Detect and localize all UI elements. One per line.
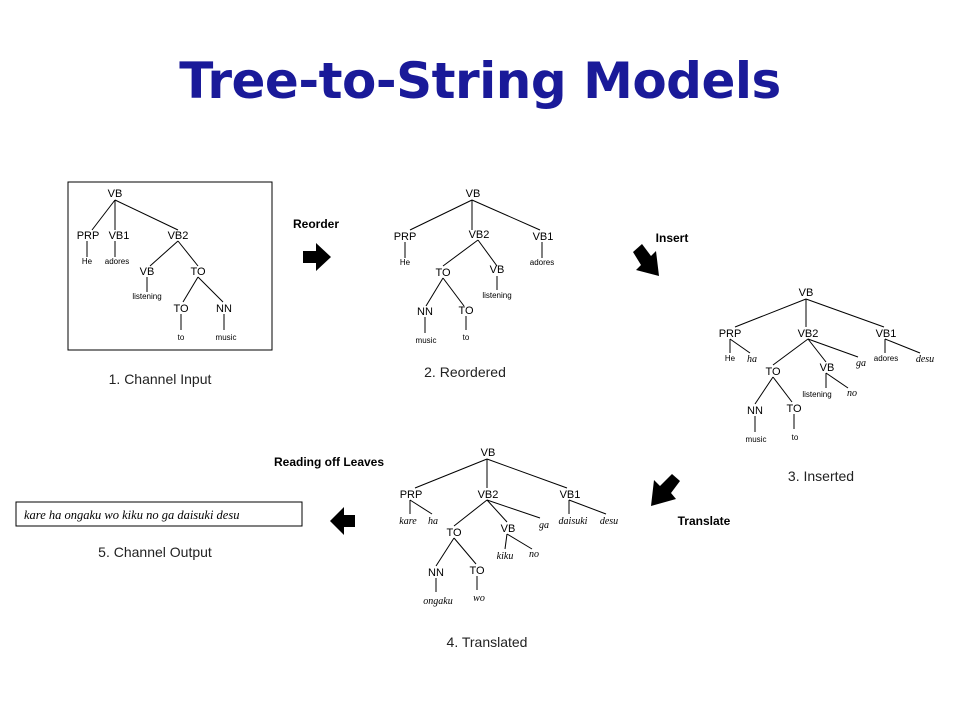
tree1-frame: [67, 181, 273, 351]
tree1-leaf-music: music: [216, 333, 237, 342]
output-frame: [15, 501, 303, 527]
tree4-caption: 4. Translated: [447, 634, 528, 650]
tree2-leaf-adores: adores: [530, 258, 554, 267]
tree3-insert-no: no: [847, 388, 857, 399]
tree1-leaf-adores: adores: [105, 257, 129, 266]
tree1-node-to: TO: [190, 266, 206, 278]
tree4-word-ongaku: ongaku: [423, 596, 452, 607]
tree3-leaf-listening: listening: [802, 390, 831, 399]
insert-arrow-icon: [633, 244, 659, 276]
tree2-node-vb-sub: VB: [490, 264, 505, 276]
tree1-node-vb-sub: VB: [140, 266, 155, 278]
tree4-node-vb2: VB2: [478, 489, 499, 501]
tree3-leaf-adores: adores: [874, 354, 898, 363]
tree3-leaf-he: He: [725, 354, 736, 363]
reorder-arrow-icon: [303, 243, 331, 271]
tree2-node-vb2: VB2: [469, 229, 490, 241]
insert-label: Insert: [656, 231, 689, 245]
tree2-node-prp: PRP: [394, 231, 417, 243]
tree4-word-kiku: kiku: [497, 551, 514, 562]
step-reading-off-leaves: Reading off Leaves: [274, 455, 384, 535]
tree3-node-prp: PRP: [719, 328, 742, 340]
tree3-node-vb2: VB2: [798, 328, 819, 340]
step-translate: Translate: [651, 474, 731, 528]
translate-label: Translate: [678, 514, 731, 528]
reading-arrow-icon: [330, 507, 355, 535]
tree3-leaf-to: to: [792, 433, 799, 442]
tree2-node-nn: NN: [417, 306, 433, 318]
tree2-leaf-listening: listening: [482, 291, 511, 300]
tree1-node-prp: PRP: [77, 230, 100, 242]
slide-title: Tree-to-String Models: [179, 52, 781, 110]
tree3-leaf-music: music: [746, 435, 767, 444]
tree2-node-to: TO: [435, 267, 451, 279]
tree3-node-vb-sub: VB: [820, 362, 835, 374]
tree-channel-input: VB PRP VB1 VB2 VB TO TO NN He adores lis…: [67, 181, 273, 387]
tree4-word-daisuki: daisuki: [559, 516, 588, 527]
reorder-label: Reorder: [293, 217, 339, 231]
tree-translated: VB PRP VB2 VB1 TO VB NN TO kare ha ga da…: [399, 447, 618, 650]
tree4-node-prp: PRP: [400, 489, 423, 501]
output-caption: 5. Channel Output: [98, 544, 212, 560]
tree2-leaf-music: music: [416, 336, 437, 345]
tree-reordered: VB PRP VB2 VB1 TO VB NN TO He adores lis…: [394, 188, 555, 380]
channel-output: kare ha ongaku wo kiku no ga daisuki des…: [15, 501, 303, 560]
tree2-node-vb: VB: [466, 188, 481, 200]
tree4-node-vb1: VB1: [560, 489, 581, 501]
step-reorder: Reorder: [293, 217, 339, 271]
tree3-node-vb1: VB1: [876, 328, 897, 340]
tree1-leaf-he: He: [82, 257, 93, 266]
tree4-word-kare: kare: [399, 516, 417, 527]
reading-off-leaves-label: Reading off Leaves: [274, 455, 384, 469]
tree3-node-to: TO: [765, 366, 781, 378]
tree4-word-wo: wo: [473, 593, 485, 604]
step-insert: Insert: [633, 231, 688, 276]
tree1-node-vb: VB: [108, 188, 123, 200]
translate-arrow-icon: [651, 474, 680, 506]
tree4-node-vb-sub: VB: [501, 523, 516, 535]
tree3-insert-desu: desu: [916, 354, 934, 365]
tree4-node-to: TO: [446, 527, 462, 539]
tree4-word-ha: ha: [428, 516, 438, 527]
tree3-insert-ha: ha: [747, 354, 757, 365]
tree1-node-vb1: VB1: [109, 230, 130, 242]
tree4-word-desu: desu: [600, 516, 618, 527]
tree2-node-to-leaf: TO: [458, 305, 474, 317]
tree2-node-vb1: VB1: [533, 231, 554, 243]
tree1-leaf-listening: listening: [132, 292, 161, 301]
tree3-node-to-leaf: TO: [786, 403, 802, 415]
tree3-insert-ga: ga: [856, 358, 866, 369]
tree1-leaf-to: to: [178, 333, 185, 342]
tree1-caption: 1. Channel Input: [109, 371, 212, 387]
tree-inserted: VB PRP VB2 VB1 TO VB NN TO He ha ga ador…: [719, 287, 934, 484]
tree4-word-no: no: [529, 549, 539, 560]
tree1-node-vb2: VB2: [168, 230, 189, 242]
tree1-node-nn: NN: [216, 303, 232, 315]
tree3-caption: 3. Inserted: [788, 468, 854, 484]
tree2-caption: 2. Reordered: [424, 364, 506, 380]
tree4-node-to-leaf: TO: [469, 565, 485, 577]
tree2-leaf-to: to: [463, 333, 470, 342]
tree3-node-vb: VB: [799, 287, 814, 299]
tree4-node-vb: VB: [481, 447, 496, 459]
tree4-word-ga: ga: [539, 520, 549, 531]
tree3-node-nn: NN: [747, 405, 763, 417]
output-sentence: kare ha ongaku wo kiku no ga daisuki des…: [24, 508, 239, 522]
tree4-node-nn: NN: [428, 567, 444, 579]
tree1-node-to-leaf: TO: [173, 303, 189, 315]
tree2-leaf-he: He: [400, 258, 411, 267]
